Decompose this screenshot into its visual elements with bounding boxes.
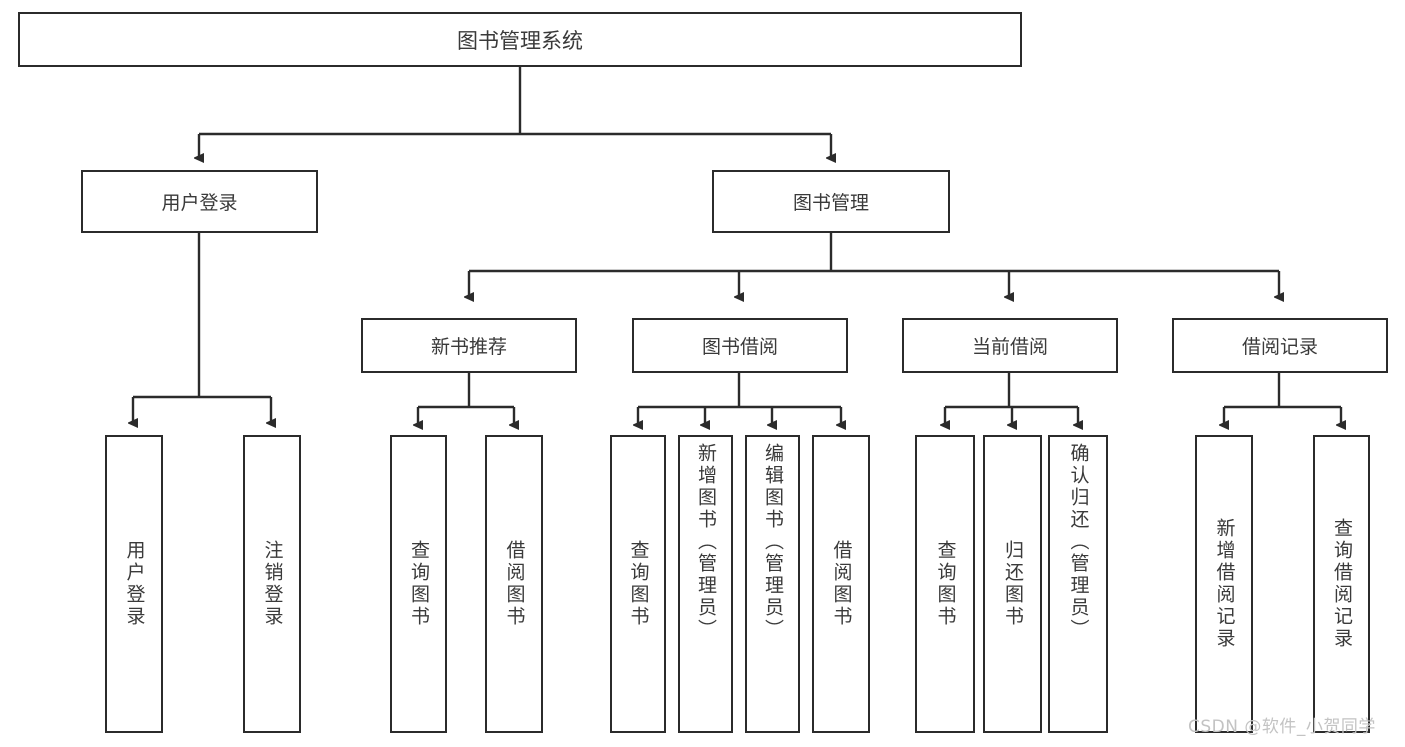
node-label: 归还图书 <box>1002 540 1024 628</box>
node-label: 新书推荐 <box>430 336 507 358</box>
leaf-borrow-borrow-book[interactable]: 借阅图书 <box>812 435 870 733</box>
leaf-borrow-edit-book-admin[interactable]: 编辑图书（管理员） <box>745 435 800 733</box>
node-label: 编辑图书（管理员） <box>762 443 784 641</box>
node-user-login[interactable]: 用户登录 <box>81 170 318 233</box>
node-label: 用户登录 <box>123 540 146 628</box>
leaf-borrow-add-book-admin[interactable]: 新增图书（管理员） <box>678 435 733 733</box>
leaf-record-add-record[interactable]: 新增借阅记录 <box>1195 435 1253 733</box>
csdn-watermark: CSDN @软件_小贺同学 <box>1188 717 1376 737</box>
leaf-recommend-borrow-book[interactable]: 借阅图书 <box>485 435 543 733</box>
node-label: 图书借阅 <box>701 336 778 358</box>
node-book-borrow[interactable]: 图书借阅 <box>632 318 848 373</box>
node-label: 查询图书 <box>934 540 957 628</box>
node-label: 用户登录 <box>161 192 238 214</box>
node-root-system[interactable]: 图书管理系统 <box>18 12 1022 67</box>
node-current-borrow[interactable]: 当前借阅 <box>902 318 1118 373</box>
leaf-current-confirm-return-admin[interactable]: 确认归还（管理员） <box>1048 435 1108 733</box>
leaf-user-login-login[interactable]: 用户登录 <box>105 435 163 733</box>
node-new-book-recommend[interactable]: 新书推荐 <box>361 318 577 373</box>
node-label: 查询图书 <box>627 540 650 628</box>
node-label: 借阅记录 <box>1241 336 1318 358</box>
leaf-current-return-book[interactable]: 归还图书 <box>983 435 1042 733</box>
leaf-user-login-logout[interactable]: 注销登录 <box>243 435 301 733</box>
leaf-current-query-book[interactable]: 查询图书 <box>915 435 975 733</box>
node-label: 确认归还（管理员） <box>1067 443 1090 641</box>
node-label: 查询借阅记录 <box>1331 518 1353 650</box>
node-label: 借阅图书 <box>503 540 526 628</box>
leaf-recommend-query-book[interactable]: 查询图书 <box>390 435 447 733</box>
leaf-borrow-query-book[interactable]: 查询图书 <box>610 435 666 733</box>
node-book-management[interactable]: 图书管理 <box>712 170 950 233</box>
leaf-record-query-record[interactable]: 查询借阅记录 <box>1313 435 1370 733</box>
node-label: 查询图书 <box>408 540 430 628</box>
node-label: 注销登录 <box>261 540 284 628</box>
node-label: 借阅图书 <box>830 540 853 628</box>
node-label: 新增借阅记录 <box>1213 518 1236 650</box>
node-label: 图书管理系统 <box>457 28 583 53</box>
node-borrow-record[interactable]: 借阅记录 <box>1172 318 1388 373</box>
node-label: 当前借阅 <box>971 336 1048 358</box>
node-label: 新增图书（管理员） <box>695 443 717 641</box>
node-label: 图书管理 <box>792 192 869 214</box>
